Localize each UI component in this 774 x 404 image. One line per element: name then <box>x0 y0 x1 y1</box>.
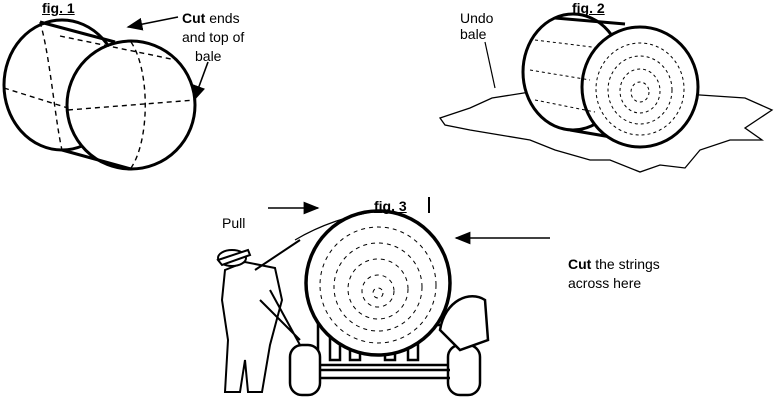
fig2-drawing <box>440 14 772 172</box>
fig1-note-bold: Cut <box>182 10 205 26</box>
fig1-note-line1: Cut ends <box>182 10 240 26</box>
fig3-bale <box>306 211 450 355</box>
fig3-note-line1: Cut the strings <box>568 256 660 272</box>
fig3-title: fig. 3 <box>374 198 407 214</box>
fig1-note-line3: bale <box>195 48 221 64</box>
fig2-note-line1: Undo <box>460 10 493 26</box>
fig3-drawing <box>218 211 488 395</box>
fig1-title: fig. 1 <box>42 0 75 16</box>
fig3-note-bold: Cut <box>568 256 591 272</box>
fig3-note-line2: across here <box>568 275 641 291</box>
fig3-pull-label: Pull <box>222 215 245 231</box>
fig2-title: fig. 2 <box>572 0 605 16</box>
fig1-bale-top-edge <box>40 22 115 42</box>
fig2-pointer-line <box>485 42 495 88</box>
fig1-note-rest: ends <box>205 10 239 26</box>
fig1-bale-drawing <box>4 20 195 169</box>
fig3-note-rest: the strings <box>591 256 659 272</box>
fig1-arrow-side <box>194 62 208 100</box>
fig3-person <box>218 240 300 392</box>
fig1-note-line2: and top of <box>182 29 244 45</box>
fig1-arrow-top <box>128 17 178 27</box>
fig2-note-line2: bale <box>460 26 486 42</box>
